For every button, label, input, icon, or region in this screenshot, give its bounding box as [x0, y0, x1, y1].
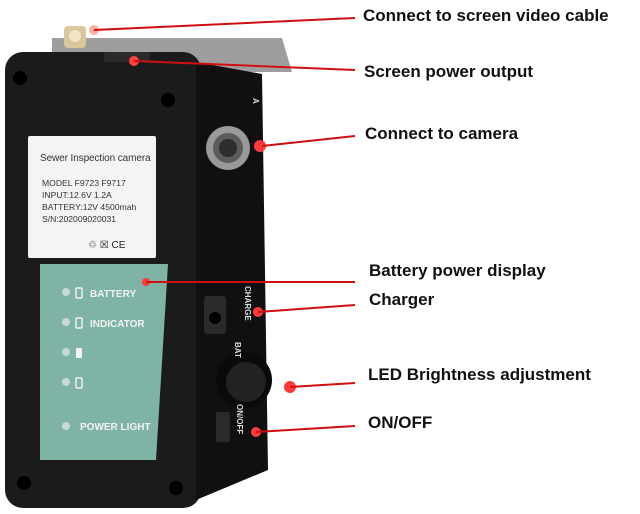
battery-icon — [75, 377, 83, 389]
callout-power-output: Screen power output — [364, 62, 534, 81]
spec-title: Sewer Inspection camera — [40, 153, 151, 164]
callout-line — [257, 304, 356, 313]
callout-line — [261, 135, 356, 147]
spec-battery: BATTERY:12V 4500mah — [42, 202, 137, 212]
charger-socket — [209, 312, 221, 324]
callout-battery-display: Battery power display — [369, 261, 546, 280]
side-charge-label: CHARGE — [243, 286, 252, 321]
screw-hole — [17, 476, 31, 490]
spec-model: MODEL F9723 F9717 — [42, 178, 126, 188]
battery-icon — [76, 348, 82, 358]
battery-icon — [75, 287, 83, 299]
side-camera-label: A — [251, 98, 260, 104]
camera-connector — [219, 139, 237, 157]
spec-label: Sewer Inspection camera MODEL F9723 F971… — [28, 136, 156, 258]
led-level — [62, 378, 70, 386]
screw-hole — [161, 93, 175, 107]
spec-serial: S/N:202009020031 — [42, 214, 117, 224]
side-bat-label: BAT — [233, 342, 242, 358]
cert-marks: ♲ ☒ CE — [88, 240, 126, 251]
status-panel — [40, 264, 168, 460]
led-level — [62, 348, 70, 356]
side-onoff-label: ON/OFF — [235, 404, 244, 435]
callout-on-off: ON/OFF — [368, 413, 433, 432]
panel-battery-label: BATTERY — [90, 289, 137, 300]
battery-icon — [75, 317, 83, 329]
callout-line — [93, 17, 356, 31]
callout-charger: Charger — [369, 290, 435, 309]
panel-power-light-label: POWER LIGHT — [80, 422, 151, 433]
power-switch — [216, 412, 230, 442]
callout-camera: Connect to camera — [365, 124, 519, 143]
callout-video-cable: Connect to screen video cable — [363, 6, 609, 25]
screw-hole — [169, 481, 183, 495]
led-indicator — [62, 318, 70, 326]
spec-input: INPUT:12.6V 1.2A — [42, 190, 112, 200]
screw-hole — [13, 71, 27, 85]
brightness-knob — [226, 362, 266, 402]
bnc-connector — [69, 30, 81, 42]
callout-lines — [93, 17, 356, 433]
callout-line — [133, 60, 356, 71]
callout-line — [289, 382, 356, 388]
callout-dot — [254, 140, 266, 152]
led-power — [62, 422, 70, 430]
led-battery — [62, 288, 70, 296]
callout-led-brightness: LED Brightness adjustment — [368, 365, 591, 384]
panel-indicator-label: INDICATOR — [90, 319, 145, 330]
callout-line — [255, 425, 356, 433]
